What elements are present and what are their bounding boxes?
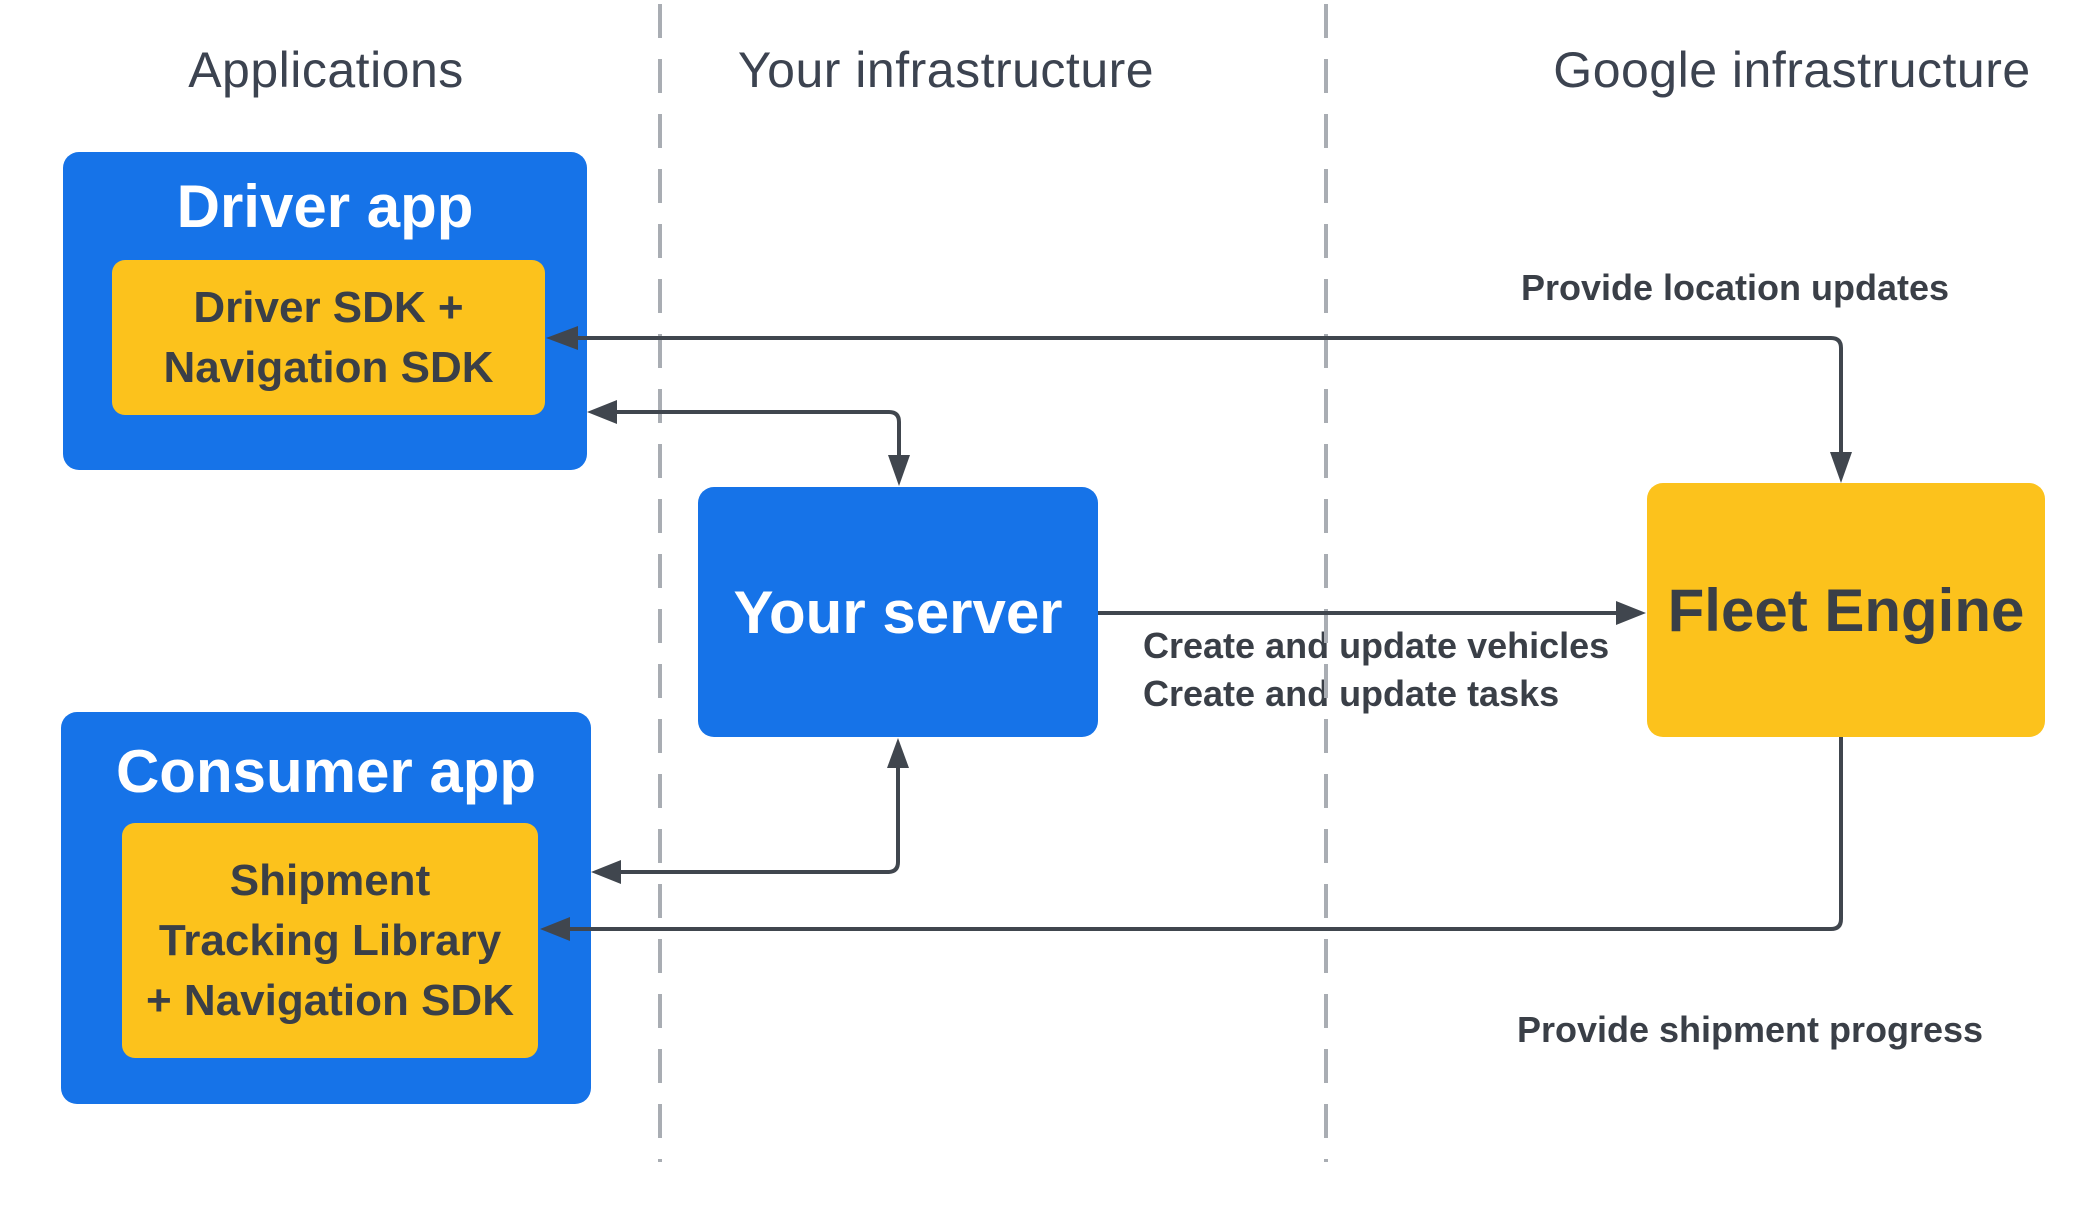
driver-sdk-line1: Driver SDK + [193,282,464,332]
column-header-google-infrastructure: Google infrastructure [1553,42,2031,98]
shipment-tracking-line2: Tracking Library [158,915,502,965]
driver-sdk-line2: Navigation SDK [163,342,494,392]
label-create-update-tasks: Create and update tasks [1143,673,1560,714]
column-header-applications: Applications [188,42,464,98]
node-fleet-engine [1647,483,2045,737]
node-driver-sdk [112,260,545,415]
column-header-your-infrastructure: Your infrastructure [737,42,1155,98]
arrow-shipment-progress [540,737,1843,941]
label-provide-location-updates: Provide location updates [1520,267,1950,308]
arrow-location-updates [546,326,1852,483]
label-create-update: Create and update vehicles Create and up… [1143,622,1609,718]
shipment-tracking-line1: Shipment [229,855,431,905]
consumer-app-title: Consumer app [115,737,537,805]
label-create-update-vehicles: Create and update vehicles [1143,625,1610,666]
node-your-server [698,487,1098,737]
arrow-driver-app-your-server [587,400,910,486]
fleet-engine-title: Fleet Engine [1667,576,2025,644]
shipment-tracking-line3: + Navigation SDK [146,975,514,1025]
driver-app-title: Driver app [176,172,474,240]
shipment-tracking-label: Shipment Tracking Library + Navigation S… [122,823,538,1058]
arrow-your-server-consumer-app [591,738,909,884]
driver-sdk-label: Driver SDK + Navigation SDK [112,260,545,415]
node-shipment-tracking-library [122,823,538,1058]
label-provide-shipment-progress: Provide shipment progress [1516,1009,1984,1050]
your-server-title: Your server [733,578,1063,646]
